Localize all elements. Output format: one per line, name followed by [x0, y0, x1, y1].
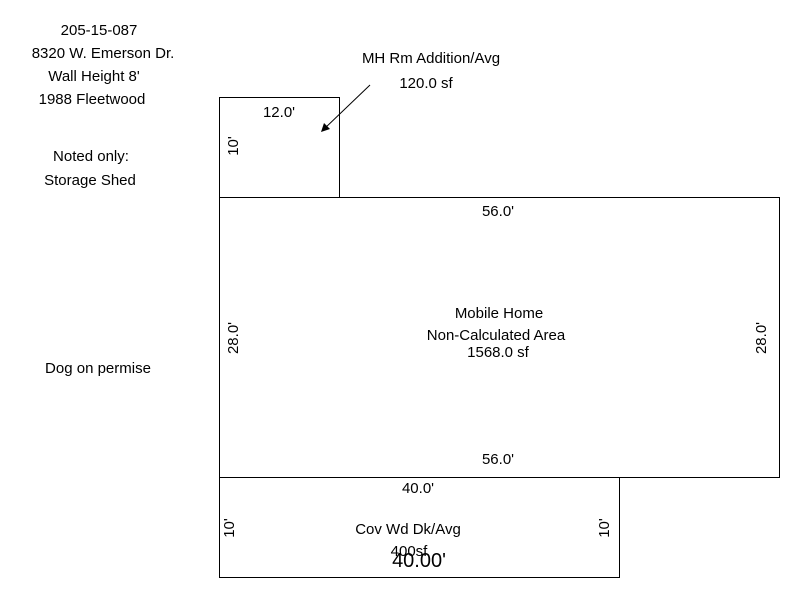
addition-side-dimension: 10' — [225, 136, 242, 156]
wall-height: Wall Height 8' — [48, 68, 140, 85]
deck-top-dimension: 40.0' — [401, 480, 435, 497]
deck-label: Cov Wd Dk/Avg — [355, 521, 461, 538]
dog-note: Dog on permise — [45, 360, 151, 377]
addition-label: MH Rm Addition/Avg — [361, 50, 501, 67]
mobile-home-sublabel: Non-Calculated Area — [426, 327, 566, 344]
addition-top-dimension: 12.0' — [262, 104, 296, 121]
addition-leader-arrowhead — [321, 123, 330, 132]
mobile-home-top-dimension: 56.0' — [481, 203, 515, 220]
deck-left-dimension: 10' — [221, 518, 238, 538]
mobile-home-area: 1568.0 sf — [467, 344, 529, 361]
addition-area: 120.0 sf — [399, 75, 453, 92]
mobile-home-label: Mobile Home — [454, 305, 544, 322]
deck-area: 400sf — [390, 543, 428, 560]
address: 8320 W. Emerson Dr. — [31, 45, 175, 62]
deck-right-dimension: 10' — [596, 518, 613, 538]
home-info: 1988 Fleetwood — [38, 91, 146, 108]
mobile-home-left-dimension: 28.0' — [225, 321, 242, 355]
mobile-home-right-dimension: 28.0' — [753, 321, 770, 355]
parcel-number: 205-15-087 — [60, 22, 138, 39]
noted-only-label: Noted only: — [53, 148, 129, 165]
addition-leader-line — [322, 84, 371, 131]
deck-outline — [219, 477, 620, 578]
storage-shed-note: Storage Shed — [44, 172, 136, 189]
mobile-home-bottom-dimension: 56.0' — [481, 451, 515, 468]
deck-bottom-dimension: 40.00' — [392, 550, 446, 572]
